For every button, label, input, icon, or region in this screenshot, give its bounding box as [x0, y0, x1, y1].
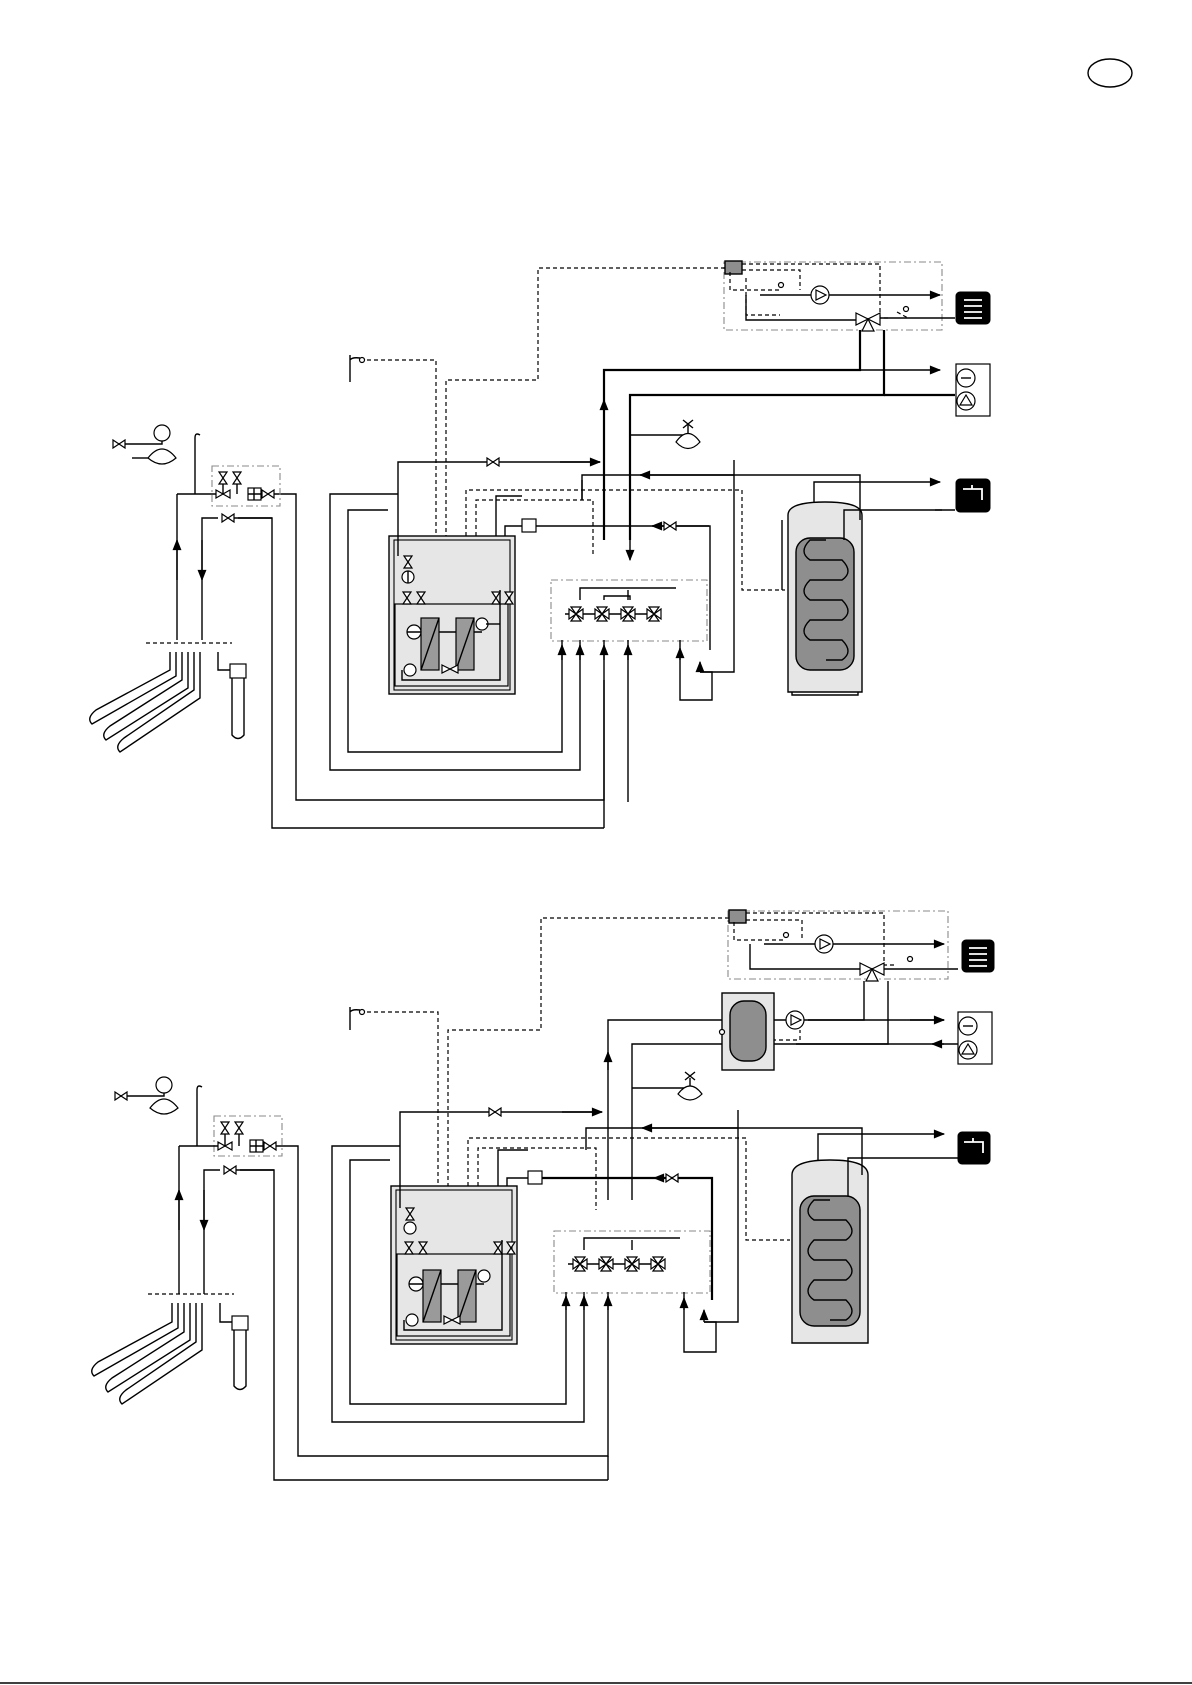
- schematic-upper: [90, 261, 990, 828]
- temperature-sensor: [360, 1010, 365, 1015]
- temperature-sensor: [784, 933, 789, 938]
- circulation-pump: [404, 664, 416, 676]
- filling-valve-group: [216, 472, 274, 500]
- signal-line: [742, 270, 800, 290]
- heat-pump-unit: [389, 536, 515, 694]
- pipe: [704, 1110, 738, 1322]
- signal-line: [730, 272, 780, 290]
- signal-line: [446, 268, 725, 536]
- temperature-sensor: [350, 1007, 360, 1030]
- pipe-hot-water: [818, 1134, 944, 1160]
- shutoff-valve: [115, 1092, 127, 1100]
- signal-line: [897, 312, 908, 318]
- expansion-vessel: [150, 1099, 178, 1114]
- buffer-tank: [722, 993, 774, 1070]
- temperature-sensor: [720, 1030, 725, 1035]
- corner-oval-mark: [1088, 59, 1132, 87]
- expansion-vessel: [148, 449, 176, 464]
- domestic-hot-water-tank: [792, 1160, 868, 1343]
- three-way-valve: [856, 313, 880, 331]
- circulation-pump: [478, 1270, 490, 1282]
- signal-line: [746, 278, 780, 315]
- tap-water-icon: [958, 1132, 990, 1164]
- heat-pump-unit: [391, 1186, 517, 1344]
- filter: [522, 519, 536, 532]
- signal-line: [746, 920, 802, 940]
- temperature-sensor: [779, 283, 784, 288]
- pipe: [496, 496, 522, 536]
- shutoff-valve: [113, 440, 125, 448]
- pipe: [700, 460, 734, 672]
- underfloor-heating-icon: [962, 940, 994, 972]
- pipe: [542, 1178, 712, 1300]
- pipe: [608, 1020, 722, 1200]
- pipe: [505, 526, 522, 536]
- safety-valve-outlet: [197, 1086, 202, 1146]
- pipe: [680, 640, 712, 700]
- manometer: [154, 425, 170, 441]
- temperature-sensor: [360, 358, 365, 363]
- three-way-valve: [860, 963, 884, 981]
- signal-line: [448, 918, 729, 1186]
- shutoff-valve: [666, 1174, 678, 1182]
- heating-cooling-terminal-icon: [956, 364, 990, 416]
- flow-switch: [404, 1222, 416, 1234]
- ground-probe: [220, 1303, 248, 1390]
- ground-collector-loops: [92, 1303, 202, 1404]
- pipe-return: [750, 944, 866, 969]
- shutoff-valve: [489, 1108, 501, 1116]
- circulation-pump: [406, 1314, 418, 1326]
- shutoff-valve: [664, 522, 676, 530]
- signal-line: [734, 922, 784, 940]
- four-way-valve-group: [568, 1238, 680, 1271]
- pipe: [507, 1178, 528, 1186]
- filling-valve-group: [218, 1122, 276, 1152]
- pipe: [204, 1170, 220, 1294]
- pipe: [632, 1078, 690, 1088]
- temperature-sensor: [904, 307, 909, 312]
- shutoff-valve: [487, 458, 499, 466]
- ground-collector-loops: [90, 652, 200, 752]
- pipe-hot-water: [814, 482, 940, 502]
- pipe: [202, 518, 218, 640]
- pipe-flow: [808, 981, 864, 1020]
- tap-water-icon: [956, 479, 990, 512]
- expansion-vessel: [676, 434, 700, 449]
- shutoff-valve: [222, 514, 234, 522]
- pipe: [498, 1150, 528, 1186]
- ground-probe: [218, 652, 246, 739]
- schematic-lower: [92, 910, 994, 1480]
- pipe: [630, 425, 688, 435]
- underfloor-heating-icon: [956, 292, 990, 324]
- heating-cooling-terminal-icon: [958, 1012, 992, 1064]
- controller-box: [729, 910, 746, 923]
- domestic-hot-water-tank: [788, 502, 862, 695]
- temperature-sensor: [908, 957, 913, 962]
- filter: [528, 1171, 542, 1184]
- safety-valve-outlet: [195, 434, 200, 494]
- pipe-return: [746, 295, 862, 320]
- controller-box: [725, 261, 742, 274]
- temperature-sensor: [350, 355, 360, 382]
- manometer: [156, 1077, 172, 1093]
- four-way-valve-group: [565, 588, 676, 621]
- shutoff-valve: [224, 1166, 236, 1174]
- pipe-return: [796, 981, 888, 1044]
